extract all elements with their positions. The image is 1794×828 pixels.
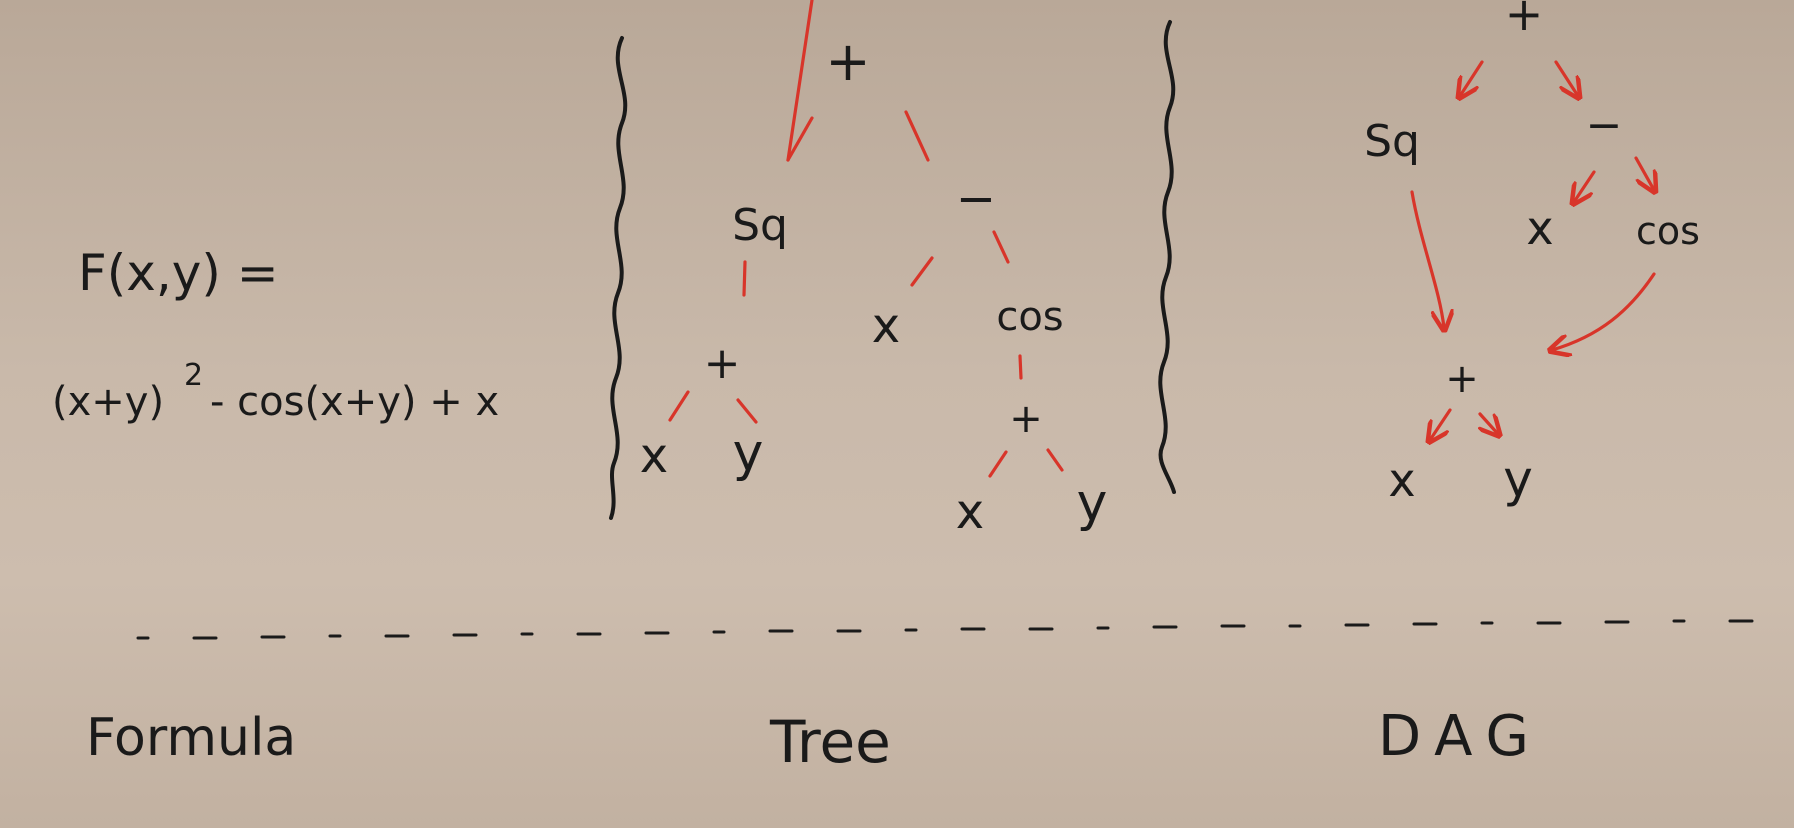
tree-edge-plus-y2: [1046, 448, 1064, 472]
dag-edge-cos-plus: [1552, 272, 1656, 350]
tree-node-x-mid: x: [872, 298, 900, 354]
dag-node-cos: cos: [1636, 209, 1700, 253]
tree-node-x-right: x: [956, 484, 984, 540]
dag-node-plus: +: [1445, 356, 1479, 402]
caption-dag: DAG: [1378, 704, 1543, 769]
tree-edge-plus-x2: [988, 450, 1008, 478]
dag-node-y: y: [1503, 450, 1533, 508]
formula-rhs-exponent: 2: [184, 358, 203, 393]
dag-node-x: x: [1388, 453, 1415, 507]
dag-node-minus: −: [1586, 100, 1623, 151]
tree-edge-cos-plus: [1018, 354, 1023, 380]
tree-edge-plus-x: [668, 390, 690, 422]
tree-node-root: +: [825, 30, 870, 93]
dag-edge-minus-x: [1574, 170, 1596, 202]
dag-node-sq: Sq: [1364, 116, 1420, 167]
formula-block: F(x,y) = (x+y) 2 - cos(x+y) + x: [52, 244, 499, 425]
formula-rhs-rest: - cos(x+y) + x: [210, 379, 499, 425]
tree-node-minus: −: [956, 171, 996, 227]
tree-node-y-left: y: [733, 423, 764, 483]
tree-edge-root-minus: [904, 110, 930, 162]
dag-edge-minus-cos: [1634, 156, 1654, 190]
tree-node-cos: cos: [996, 294, 1063, 340]
right-wavy-separator: [1158, 20, 1176, 494]
tree-node-plus-left: +: [704, 338, 741, 389]
dag-node-x-mid: x: [1526, 201, 1553, 255]
caption-tree: Tree: [769, 708, 891, 776]
dashed-divider: [136, 619, 1754, 640]
tree-node-x-left: x: [640, 428, 668, 484]
formula-lhs: F(x,y) =: [78, 244, 279, 302]
formula-rhs-base: (x+y): [52, 379, 164, 425]
tree-edge-root-sq: [786, 0, 814, 162]
tree-node-y-right: y: [1077, 473, 1108, 533]
dag-edge-root-sq: [1460, 60, 1484, 96]
dag-edge-plus-x: [1430, 408, 1452, 440]
dag-edge-plus-y: [1480, 412, 1498, 434]
dag-node-root: +: [1505, 0, 1544, 41]
tree-node-sq: Sq: [732, 200, 788, 251]
tree-edge-root-sq: [786, 116, 814, 162]
dag-diagram: + Sq − x cos + x y: [1364, 0, 1700, 508]
tree-node-plus-right: +: [1009, 396, 1043, 442]
dag-edge-sq-plus: [1410, 190, 1444, 328]
dag-edge-root-minus: [1554, 60, 1578, 96]
tree-edge-minus-cos: [992, 230, 1010, 264]
tree-edge-sq-plus: [742, 260, 747, 297]
left-wavy-separator: [609, 36, 628, 520]
tree-diagram: + Sq − + x y x cos + x y: [640, 0, 1108, 540]
tree-edge-minus-x: [910, 256, 934, 287]
caption-formula: Formula: [86, 708, 296, 768]
tree-edge-plus-y: [736, 398, 758, 424]
